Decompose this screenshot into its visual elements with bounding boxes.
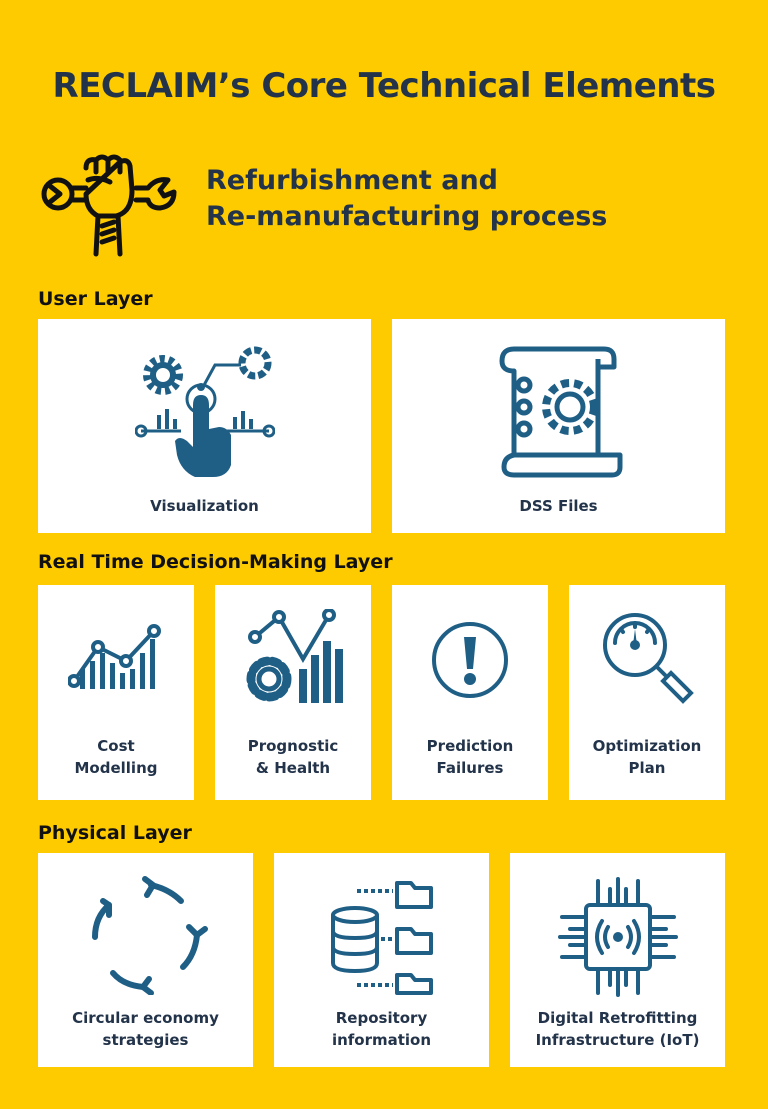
hero-line-1: Refurbishment and xyxy=(206,165,499,196)
card-visualization: Visualization xyxy=(38,319,371,533)
card-optimization-plan: Optimization Plan xyxy=(569,585,725,800)
card-digital-retrofitting-label: Digital Retrofitting Infrastructure (IoT… xyxy=(510,1007,725,1051)
card-prognostic-health-label: Prognostic & Health xyxy=(215,735,371,779)
gauge-magnifier-icon xyxy=(603,613,694,704)
page-title: RECLAIM’s Core Technical Elements xyxy=(52,66,716,106)
card-prognostic-health-line-1: Prognostic xyxy=(247,737,339,755)
decision-layer-label: Real Time Decision-Making Layer xyxy=(38,551,393,573)
card-digital-retrofitting-line-2: Infrastructure (IoT) xyxy=(535,1031,700,1049)
hero-heading: Refurbishment and Re-manufacturing proce… xyxy=(206,163,607,235)
line-chart-icon xyxy=(68,624,161,689)
card-prognostic-health-line-2: & Health xyxy=(255,759,331,777)
fist-wrench-icon xyxy=(41,154,177,257)
card-digital-retrofitting: Digital Retrofitting Infrastructure (IoT… xyxy=(510,853,725,1067)
card-prediction-failures: Prediction Failures xyxy=(392,585,548,800)
card-dss-files-label: DSS Files xyxy=(519,497,598,515)
card-cost-modelling-line-1: Cost xyxy=(97,737,135,755)
exclamation-icon xyxy=(432,622,508,698)
card-optimization-plan-label: Optimization Plan xyxy=(569,735,725,779)
card-cost-modelling-label: Cost Modelling xyxy=(38,735,194,779)
card-prediction-failures-label: Prediction Failures xyxy=(392,735,548,779)
card-circular-economy: Circular economy strategies xyxy=(38,853,253,1067)
hero-line-2: Re-manufacturing process xyxy=(206,201,608,232)
user-layer-label: User Layer xyxy=(38,288,153,310)
card-optimization-plan-line-1: Optimization xyxy=(592,737,702,755)
gear-touch-chart-icon xyxy=(134,346,275,477)
card-repository-information-label: Repository information xyxy=(274,1007,489,1051)
card-circular-economy-label: Circular economy strategies xyxy=(38,1007,253,1051)
card-repository-information-line-2: information xyxy=(331,1031,432,1049)
card-optimization-plan-line-2: Plan xyxy=(628,759,666,777)
iot-chip-icon xyxy=(557,877,678,997)
card-prediction-failures-line-1: Prediction xyxy=(426,737,514,755)
gear-document-icon xyxy=(499,346,622,478)
circular-arrows-icon xyxy=(91,876,208,995)
card-cost-modelling: Cost Modelling xyxy=(38,585,194,800)
card-prognostic-health: Prognostic & Health xyxy=(215,585,371,800)
card-dss-files: DSS Files xyxy=(392,319,725,533)
card-repository-information: Repository information xyxy=(274,853,489,1067)
card-visualization-label: Visualization xyxy=(150,497,259,515)
database-folders-icon xyxy=(330,881,433,995)
physical-layer-label: Physical Layer xyxy=(38,822,192,844)
card-circular-economy-line-1: Circular economy xyxy=(72,1009,219,1027)
card-prediction-failures-line-2: Failures xyxy=(436,759,504,777)
card-cost-modelling-line-2: Modelling xyxy=(74,759,158,777)
card-circular-economy-line-2: strategies xyxy=(102,1031,189,1049)
card-repository-information-line-1: Repository xyxy=(335,1009,428,1027)
gear-bar-chart-icon xyxy=(246,609,343,703)
card-digital-retrofitting-line-1: Digital Retrofitting xyxy=(537,1009,698,1027)
